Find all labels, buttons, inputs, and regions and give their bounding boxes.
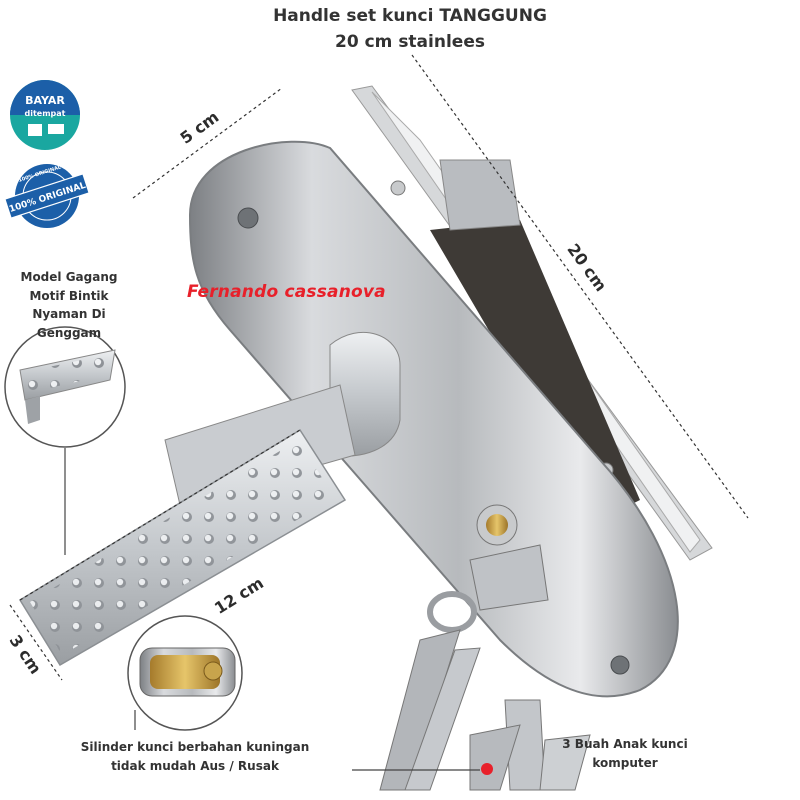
feature-keys-label: 3 Buah Anak kunci komputer xyxy=(562,737,688,770)
cylinder-callout xyxy=(127,615,243,731)
cod-badge-bottom: ditempat xyxy=(24,109,65,118)
cod-badge: BAYAR ditempat xyxy=(10,80,80,150)
grip-callout xyxy=(4,326,126,555)
key-cylinder xyxy=(379,504,549,791)
title-line-1: Handle set kunci TANGGUNG xyxy=(273,6,547,26)
lever-handle xyxy=(18,331,401,667)
title-line-2: 20 cm stainlees xyxy=(335,32,485,52)
key-bundle xyxy=(469,699,591,791)
watermark-text: Fernando cassanova xyxy=(187,282,386,302)
pointer-dot xyxy=(481,763,493,775)
original-seal: 100% ORIGINAL 100% ORIGINAL xyxy=(4,164,90,228)
feature-grip-label: Model Gagang Motif Bintik Nyaman Di Geng… xyxy=(20,270,118,340)
dimension-lines xyxy=(9,54,749,681)
cod-badge-top: BAYAR xyxy=(25,94,65,107)
feature-cylinder-label: Silinder kunci berbahan kuningan tidak m… xyxy=(80,740,310,773)
backplate xyxy=(188,140,679,698)
